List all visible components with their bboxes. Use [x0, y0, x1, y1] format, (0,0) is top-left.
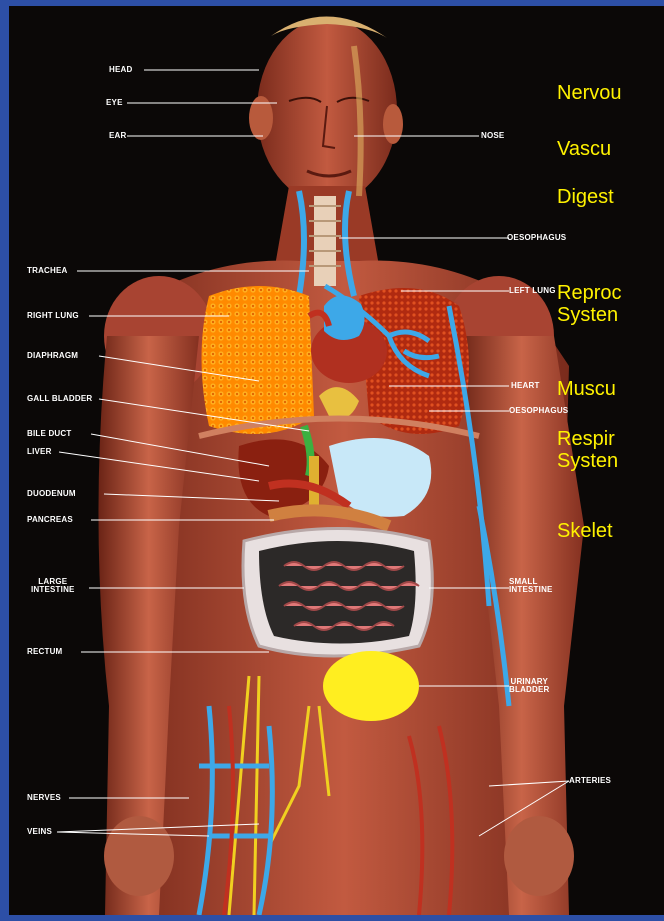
- system-nervous: Nervou: [557, 82, 621, 104]
- system-muscular: Muscu: [557, 378, 616, 400]
- system-respiratory: Respir Systen: [557, 428, 618, 472]
- system-skeletal: Skelet: [557, 520, 613, 542]
- system-vascular: Vascu: [557, 138, 611, 160]
- system-reproductive: Reproc Systen: [557, 282, 621, 326]
- system-digestive: Digest: [557, 186, 614, 208]
